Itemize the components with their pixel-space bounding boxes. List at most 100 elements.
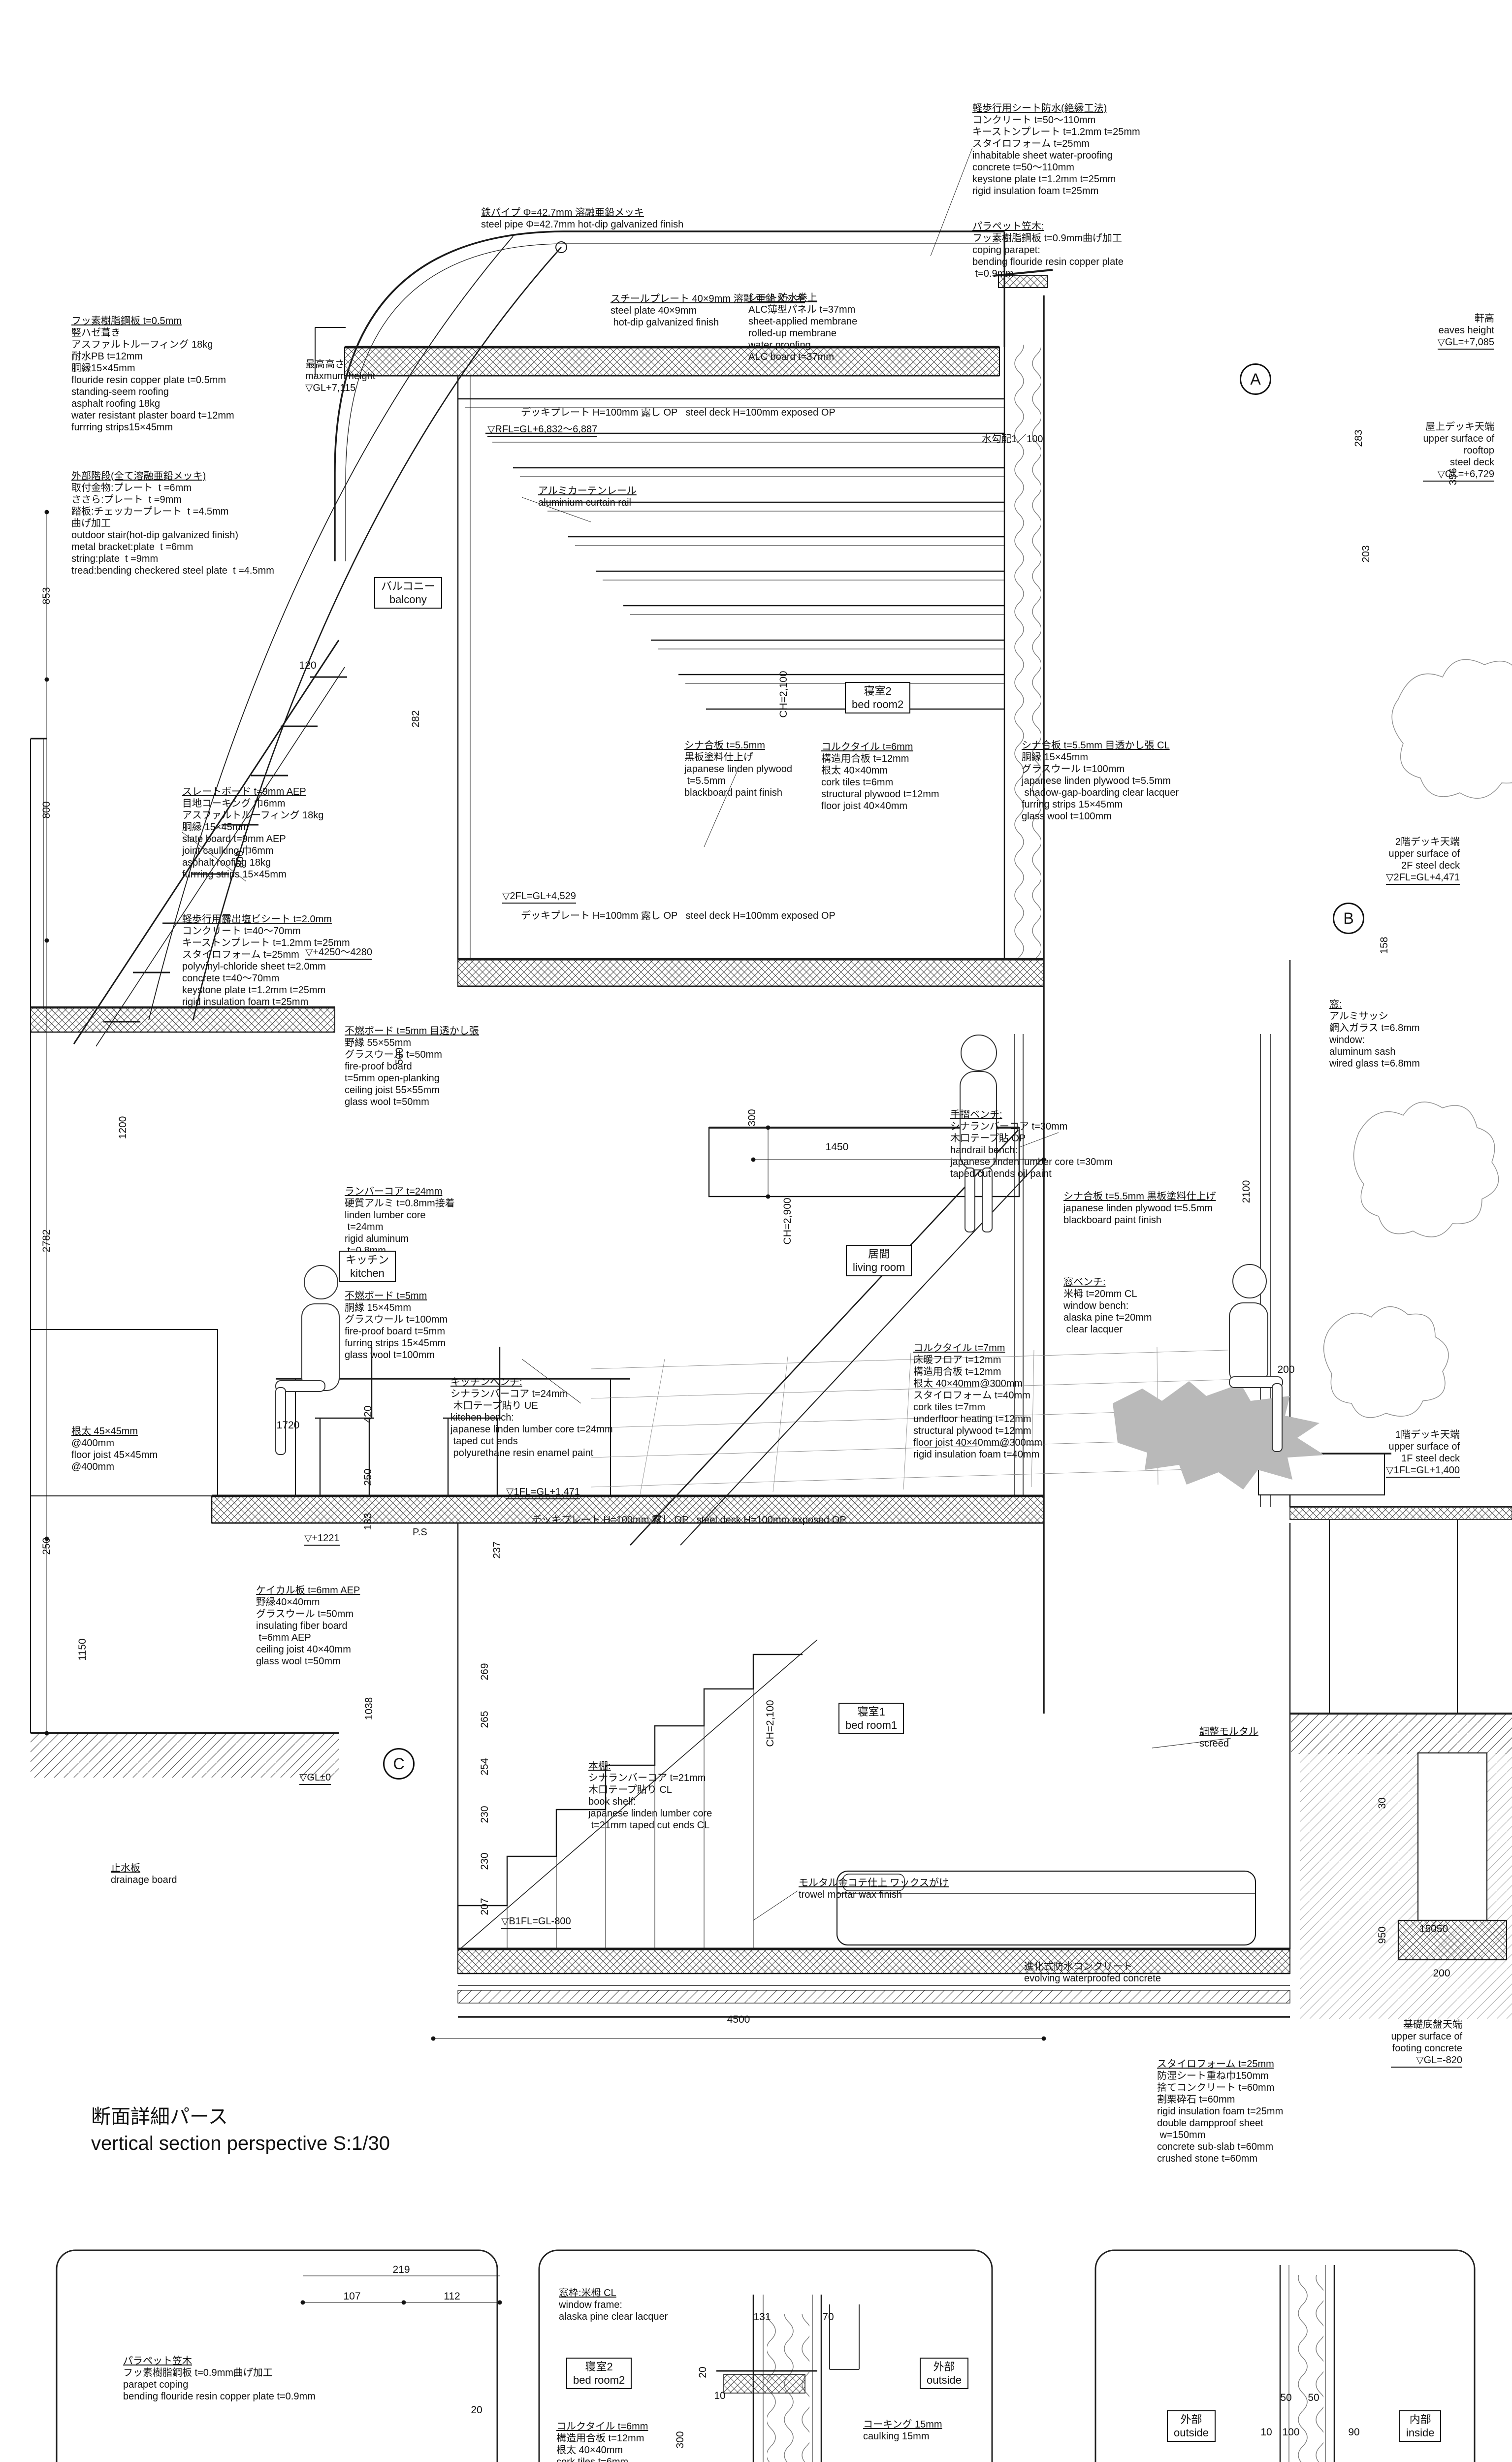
dim-label: 183 bbox=[362, 1513, 374, 1530]
note-lumber-core: ランバーコア t=24mm 硬質アルミ t=0.8mm接着 linden lum… bbox=[345, 1186, 455, 1256]
dimension-lines bbox=[44, 510, 1046, 2041]
note-alc-membrane: シート防水巻上 ALC薄型パネル t=37mm sheet-applied me… bbox=[748, 292, 858, 362]
dim-label: 950 bbox=[1377, 1926, 1388, 1944]
detail-c-label-inside: 内部 inside bbox=[1399, 2410, 1442, 2442]
detail-b-linework bbox=[716, 2295, 860, 2462]
dim-label: 265 bbox=[479, 1711, 490, 1728]
dim-label: 10 bbox=[1260, 2427, 1272, 2438]
dim-label: 100 bbox=[1282, 2427, 1300, 2438]
person-silhouettes bbox=[275, 1035, 1283, 1455]
dim-label: 282 bbox=[410, 710, 421, 728]
dim-label: 1200 bbox=[117, 1116, 129, 1139]
level-2fl: ▽2FL=GL+4,529 bbox=[502, 890, 576, 904]
note-drainage-board: 止水板 drainage board bbox=[111, 1863, 177, 1885]
dim-label: 219 bbox=[392, 2264, 410, 2275]
dim-label: 30 bbox=[1377, 1797, 1388, 1809]
detail-frames bbox=[56, 2249, 1476, 2462]
dim-label: 203 bbox=[1360, 545, 1372, 563]
note-2f-deck-level: 2階デッキ天端 upper surface of 2F steel deck ▽… bbox=[1386, 836, 1460, 885]
dim-label: 50 bbox=[1308, 2392, 1319, 2403]
note-1f-deck-level: 1階デッキ天端 upper surface of 1F steel deck ▽… bbox=[1386, 1429, 1460, 1478]
detail-c-label-outside: 外部 outside bbox=[1167, 2410, 1216, 2442]
dim-label: 800 bbox=[41, 801, 52, 819]
note-outdoor-stair: 外部階段(全て溶融亜鉛メッキ) 取付金物:プレート t =6mm ささら:プレー… bbox=[71, 471, 274, 576]
dim-label: 2782 bbox=[41, 1229, 52, 1253]
note-eaves-height: 軒高 eaves height ▽GL=+7,085 bbox=[1437, 313, 1494, 350]
marker-a: A bbox=[1240, 363, 1271, 395]
dim-label: 300 bbox=[746, 1109, 758, 1127]
note-sub-slab: スタイロフォーム t=25mm 防湿シート重ね巾150mm 捨てコンクリート t… bbox=[1157, 2059, 1284, 2164]
dim-label: 254 bbox=[479, 1758, 490, 1776]
dim-label: CH=2,100 bbox=[778, 671, 789, 718]
detail-a-linework bbox=[300, 2275, 502, 2305]
dim-label: 1720 bbox=[276, 1420, 300, 1431]
note-steel-deck-2f: デッキプレート H=100mm 露し OP steel deck H=100mm… bbox=[521, 910, 836, 921]
detail-b-note-caulking15: コーキング 15mm caulking 15mm bbox=[863, 2419, 942, 2442]
room-label-kitchen: キッチン kitchen bbox=[339, 1251, 396, 1282]
note-kaical-board: ケイカル板 t=6mm AEP 野縁40×40mm グラスウール t=50mm … bbox=[256, 1585, 360, 1667]
level-b1fl: ▽B1FL=GL-800 bbox=[501, 1915, 571, 1929]
dim-label: 250 bbox=[41, 1537, 52, 1555]
note-trowel-mortar: モルタル金コテ仕上 ワックスがけ trowel mortar wax finis… bbox=[799, 1878, 949, 1900]
dim-label: 283 bbox=[1353, 429, 1364, 447]
note-steel-deck-roof: デッキプレート H=100mm 露し OP steel deck H=100mm… bbox=[521, 407, 836, 418]
note-steel-pipe: 鉄パイプ Φ=42.7mm 溶融亜鉛メッキ steel pipe Φ=42.7m… bbox=[481, 207, 684, 230]
note-kitchen-bench: キッチンベンチ: シナランバーコア t=24mm 木口テープ貼り UE kitc… bbox=[450, 1377, 613, 1458]
note-slate-board: スレートボード t=9mm AEP 目地コーキング 巾6mm アスファルトルーフ… bbox=[182, 786, 324, 880]
note-window: 窓: アルミサッシ 網入ガラス t=6.8mm window: aluminum… bbox=[1329, 999, 1420, 1069]
dim-label: 250 bbox=[362, 1468, 374, 1486]
dim-label: 1150 bbox=[77, 1638, 88, 1661]
dim-label: 131 bbox=[753, 2311, 771, 2323]
dim-label: 1450 bbox=[825, 1141, 849, 1153]
dim-label: 4500 bbox=[727, 2014, 750, 2025]
note-roof-finish: フッ素樹脂鋼板 t=0.5mm 竪ハゼ葺き アスファルトルーフィング 18kg … bbox=[71, 316, 234, 433]
dim-label: 20 bbox=[471, 2404, 483, 2416]
dim-label: 230 bbox=[479, 1806, 490, 1823]
building-outline bbox=[30, 147, 1512, 2041]
detail-a-note-coping: パラペット笠木 フッ素樹脂鋼板 t=0.9mm曲げ加工 parapet copi… bbox=[123, 2356, 316, 2402]
dim-label: 420 bbox=[362, 1405, 374, 1423]
room-label-bedroom1: 寝室1 bed room1 bbox=[838, 1703, 904, 1734]
dim-label: 70 bbox=[822, 2311, 834, 2323]
note-ps: P.S bbox=[413, 1527, 427, 1538]
note-footing-level: 基礎底盤天端 upper surface of footing concrete… bbox=[1391, 2019, 1462, 2068]
note-roof-waterproofing: 軽歩行用シート防水(絶縁工法) コンクリート t=50〜110mm キーストンプ… bbox=[972, 103, 1140, 196]
dim-label: CH=2,100 bbox=[765, 1700, 776, 1747]
note-steel-deck-1f: デッキプレート H=100mm 露し OP steel deck H=100mm… bbox=[532, 1515, 846, 1525]
note-book-shelf: 本棚: シナランバーコア t=21mm 木口テープ貼り CL book shel… bbox=[588, 1761, 712, 1831]
dim-label: 500 bbox=[394, 1047, 405, 1065]
level-4250: ▽+4250〜4280 bbox=[305, 946, 373, 960]
room-label-living: 居間 living room bbox=[846, 1245, 912, 1276]
marker-c: C bbox=[383, 1748, 415, 1780]
note-fireproof-ceiling: 不燃ボード t=5mm 目透かし張 野縁 55×55mm グラスウール t=50… bbox=[345, 1026, 479, 1107]
dim-label: 300 bbox=[675, 2431, 686, 2449]
note-water-slope: 水勾配1／100 bbox=[982, 434, 1043, 445]
note-max-height: 最高高さ maxmum height ▽GL+7,115 bbox=[305, 359, 376, 393]
dim-label: 1038 bbox=[363, 1697, 375, 1720]
note-waterproof-concrete: 進化式防水コンクリート evolving waterproofed concre… bbox=[1024, 1961, 1161, 1984]
detail-b-label-outside: 外部 outside bbox=[920, 2358, 968, 2389]
marker-b: B bbox=[1333, 903, 1364, 934]
note-linden-blackboard-2: シナ合板 t=5.5mm 黒板塗料仕上げ japanese linden ply… bbox=[1063, 1191, 1216, 1226]
level-rfl: ▽RFL=GL+6,832〜6,887 bbox=[487, 423, 598, 437]
note-balcony-waterproof: 軽歩行用露出塩ビシート t=2.0mm コンクリート t=40〜70mm キース… bbox=[182, 914, 350, 1007]
detail-b-room-bedroom2: 寝室2 bed room2 bbox=[566, 2358, 632, 2389]
dim-label: 200 bbox=[1433, 1968, 1450, 1979]
dim-label: 800 bbox=[234, 850, 246, 868]
dim-label: 112 bbox=[444, 2291, 460, 2302]
note-parapet-coping: パラペット笠木: フッ素樹脂鋼板 t=0.9mm曲げ加工 coping para… bbox=[972, 221, 1124, 279]
note-linden-blackboard: シナ合板 t=5.5mm 黒板塗料仕上げ japanese linden ply… bbox=[684, 740, 793, 798]
note-curtain-rail: アルミカーテンレール aluminium curtain rail bbox=[538, 486, 637, 508]
dim-label: 230 bbox=[479, 1852, 490, 1870]
dim-label: 200 bbox=[1277, 1364, 1295, 1375]
note-linden-shadow-gap: シナ合板 t=5.5mm 目透かし張 CL 胴縁 15×45mm グラスウール … bbox=[1022, 740, 1179, 822]
dim-label: 356 bbox=[1448, 468, 1459, 486]
note-screed: 調整モルタル screed bbox=[1199, 1726, 1258, 1749]
dim-label: 90 bbox=[1348, 2427, 1360, 2438]
dim-label: 120 bbox=[299, 660, 317, 671]
dim-label: CH=2,900 bbox=[782, 1198, 793, 1245]
dim-label: 20 bbox=[697, 2366, 708, 2378]
detail-b-note-cork: コルクタイル t=6mm 構造用合板 t=12mm 根太 40×40mm cor… bbox=[556, 2421, 648, 2462]
